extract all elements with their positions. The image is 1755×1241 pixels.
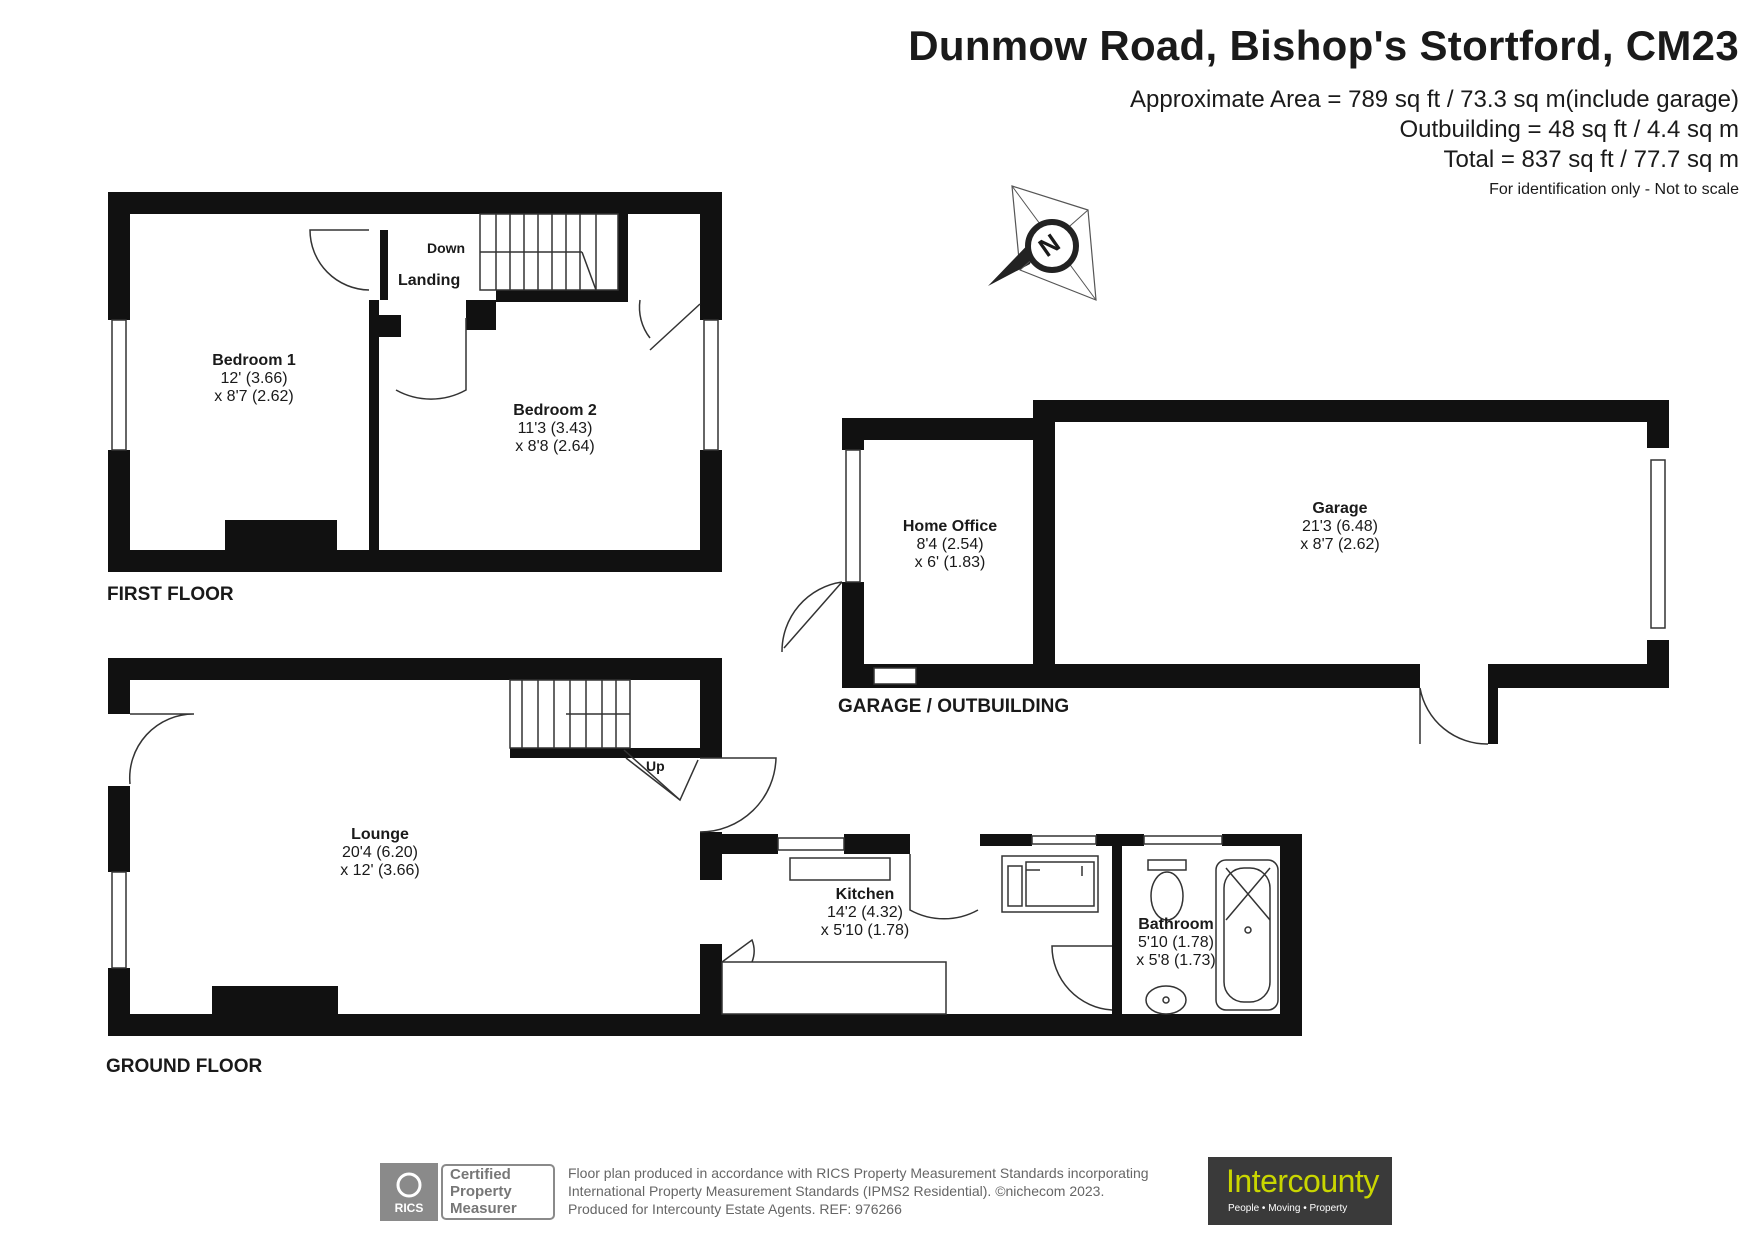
bathroom-name: Bathroom — [1138, 916, 1214, 933]
disclaimer: For identification only - Not to scale — [1489, 181, 1739, 198]
landing-label: Landing — [398, 272, 461, 289]
room-bedroom-2: Bedroom 2 11'3 (3.43) x 8'8 (2.64) — [480, 402, 630, 456]
bathroom-dim-1: 5'10 (1.78) — [1138, 934, 1214, 951]
home-office-dim-1: 8'4 (2.54) — [916, 536, 984, 553]
intercounty-logo: Intercounty People • Moving • Property — [1208, 1157, 1392, 1225]
room-lounge: Lounge 20'4 (6.20) x 12' (3.66) — [300, 826, 460, 880]
outbuilding-label: GARAGE / OUTBUILDING — [838, 696, 1070, 717]
stairs-down-label: Down — [427, 240, 466, 256]
kitchen-name: Kitchen — [835, 886, 895, 903]
garage-name: Garage — [1312, 500, 1368, 517]
lounge-dim-2: x 12' (3.66) — [340, 862, 420, 879]
garage-dim-2: x 8'7 (2.62) — [1300, 536, 1380, 553]
outbuilding-area: Outbuilding = 48 sq ft / 4.4 sq m — [1399, 116, 1739, 143]
rics-badge: RICS Certified Property Measurer — [380, 1163, 556, 1221]
footer-notes: Floor plan produced in accordance with R… — [568, 1164, 1149, 1218]
lounge-name: Lounge — [351, 826, 409, 843]
rics-word: RICS — [394, 1201, 424, 1215]
room-home-office: Home Office 8'4 (2.54) x 6' (1.83) — [870, 518, 1030, 572]
approx-area: Approximate Area = 789 sq ft / 73.3 sq m… — [1129, 86, 1739, 113]
home-office-dim-2: x 6' (1.83) — [914, 554, 986, 571]
footer-line-3: Produced for Intercounty Estate Agents. … — [568, 1201, 902, 1217]
ground-floor-label: GROUND FLOOR — [106, 1056, 263, 1077]
first-floor-walls — [108, 192, 722, 572]
cert-line-2: Property — [450, 1183, 512, 1200]
room-bedroom-1: Bedroom 1 12' (3.66) x 8'7 (2.62) — [180, 352, 328, 406]
kitchen-dim-2: x 5'10 (1.78) — [820, 922, 910, 939]
north-compass — [988, 185, 1097, 301]
room-kitchen: Kitchen 14'2 (4.32) x 5'10 (1.78) — [790, 886, 940, 940]
footer-line-2: International Property Measurement Stand… — [568, 1183, 1105, 1199]
total-area: Total = 837 sq ft / 77.7 sq m — [1443, 146, 1740, 173]
bedroom-1-dim-2: x 8'7 (2.62) — [214, 388, 294, 405]
cert-line-1: Certified — [450, 1166, 511, 1183]
first-floor-stairs — [479, 213, 619, 291]
logo-brand: Intercounty — [1226, 1163, 1379, 1199]
garage-dim-1: 21'3 (6.48) — [1302, 518, 1378, 535]
kitchen-dim-1: 14'2 (4.32) — [827, 904, 903, 921]
bedroom-1-dim-1: 12' (3.66) — [220, 370, 288, 387]
bathroom-dim-2: x 5'8 (1.73) — [1136, 952, 1216, 969]
ground-floor-stairs — [509, 679, 699, 802]
outbuilding-walls — [842, 400, 1669, 744]
bedroom-2-dim-2: x 8'8 (2.64) — [515, 438, 595, 455]
first-floor-label: FIRST FLOOR — [107, 584, 234, 605]
cert-line-3: Measurer — [450, 1200, 517, 1217]
home-office-name: Home Office — [902, 518, 998, 535]
lounge-dim-1: 20'4 (6.20) — [342, 844, 418, 861]
stairs-up-label: Up — [646, 758, 665, 774]
room-garage: Garage 21'3 (6.48) x 8'7 (2.62) — [1260, 500, 1420, 554]
footer-line-1: Floor plan produced in accordance with R… — [568, 1165, 1149, 1181]
ground-floor-walls — [108, 658, 1302, 1036]
plan-title: Dunmow Road, Bishop's Stortford, CM23 — [908, 22, 1739, 69]
logo-tagline: People • Moving • Property — [1228, 1203, 1348, 1214]
bedroom-2-dim-1: 11'3 (3.43) — [517, 420, 593, 437]
bedroom-1-name: Bedroom 1 — [212, 352, 296, 369]
bedroom-2-name: Bedroom 2 — [513, 402, 597, 419]
room-bathroom: Bathroom 5'10 (1.78) x 5'8 (1.73) — [1118, 916, 1234, 970]
